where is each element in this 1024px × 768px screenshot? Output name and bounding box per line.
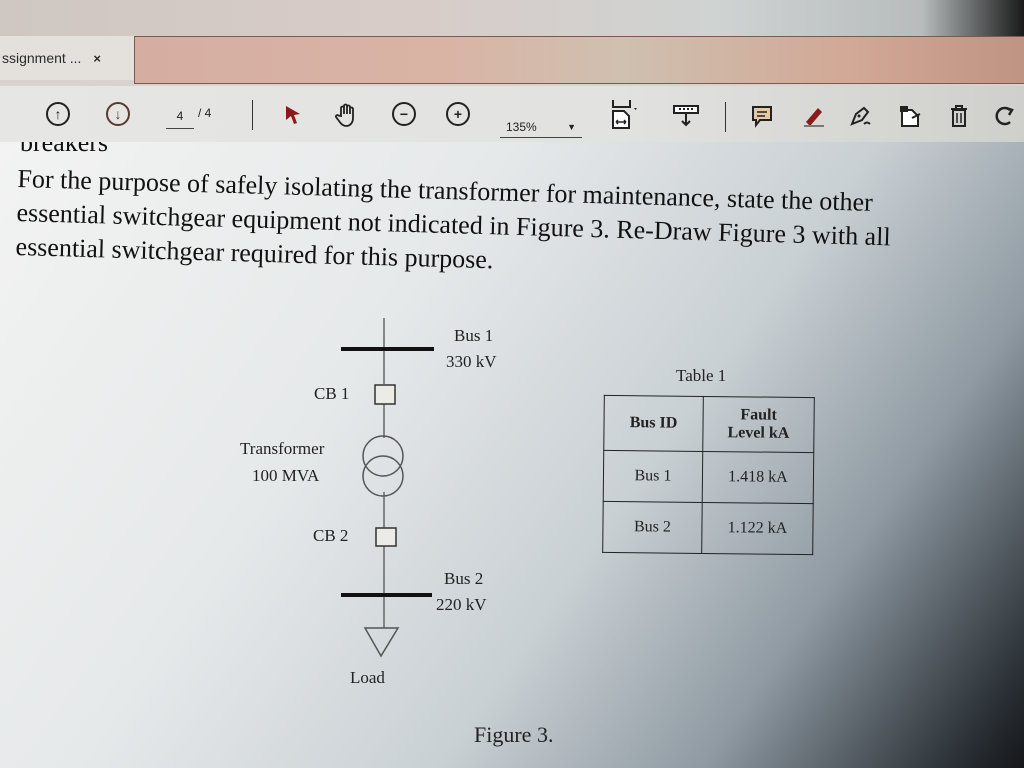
- toolbar-divider: [725, 102, 726, 132]
- arrow-down-circle-icon: ↓: [106, 102, 130, 126]
- tab-bar: ssignment ... ×: [0, 36, 1024, 86]
- undo-button[interactable]: [992, 104, 1016, 128]
- highlight-button[interactable]: [800, 104, 826, 128]
- cell-fault-level: 1.418 kA: [702, 451, 814, 504]
- cb-1-symbol: [374, 384, 396, 405]
- transformer-primary-winding: [362, 435, 404, 477]
- document-page[interactable]: breakers For the purpose of safely isola…: [0, 142, 1024, 768]
- table-row: Bus 2 1.122 kA: [602, 501, 814, 555]
- load-symbol: [363, 627, 400, 658]
- highlighter-icon: [804, 108, 824, 127]
- comment-icon: [752, 106, 772, 128]
- arrow-up-circle-icon: ↑: [46, 102, 70, 126]
- cut-off-heading: breakers: [20, 142, 109, 157]
- tab-bar-empty-area: [134, 36, 1024, 84]
- transformer-secondary-winding: [362, 455, 404, 497]
- figure-caption: Figure 3.: [474, 722, 554, 747]
- figure-3-single-line-diagram: Bus 1 330 kV CB 1 Transformer 100 MVA CB…: [0, 142, 1024, 768]
- zoom-level-select[interactable]: 135% ▼: [500, 116, 582, 138]
- fit-page-button[interactable]: [610, 98, 640, 130]
- previous-page-button[interactable]: ↑: [46, 102, 70, 126]
- cell-fault-level: 1.122 kA: [701, 502, 814, 555]
- header-fault-level: Fault Level kA: [702, 396, 815, 453]
- zoom-in-button[interactable]: +: [446, 102, 470, 126]
- next-page-button[interactable]: ↓: [106, 102, 130, 126]
- pdf-toolbar: ↑ ↓ / 4 − + 135% ▼: [0, 86, 1024, 143]
- bus-1-voltage: 330 kV: [446, 352, 497, 371]
- header-fault-line1: Fault: [740, 406, 777, 424]
- tab-assignment[interactable]: ssignment ... ×: [0, 36, 134, 80]
- cb-2-label: CB 2: [313, 526, 349, 545]
- cell-bus-id: Bus 1: [603, 450, 703, 503]
- page-total: / 4: [198, 106, 212, 120]
- pointer-arrow-icon: [286, 106, 300, 124]
- fault-level-table: Bus ID Fault Level kA Bus 1 1.418 kA Bus…: [602, 395, 815, 555]
- plus-circle-icon: +: [446, 102, 470, 126]
- undo-icon: [995, 106, 1014, 126]
- transformer-label: Transformer: [240, 439, 325, 458]
- chevron-down-icon: ▼: [567, 121, 576, 132]
- transformer-rating: 100 MVA: [252, 466, 320, 485]
- hand-icon: [335, 103, 354, 127]
- table-row: Bus 1 1.418 kA: [603, 450, 814, 504]
- bus-2-voltage: 220 kV: [436, 595, 487, 614]
- select-tool-button[interactable]: [284, 104, 302, 126]
- minus-circle-icon: −: [392, 102, 416, 126]
- comment-button[interactable]: [750, 104, 774, 128]
- pen-sign-icon: [850, 106, 871, 126]
- scroll-mode-icon: [673, 105, 699, 127]
- cb-1-label: CB 1: [314, 384, 350, 403]
- zoom-out-button[interactable]: −: [392, 102, 416, 126]
- tab-close-icon[interactable]: ×: [93, 50, 101, 66]
- scroll-mode-button[interactable]: [672, 104, 700, 128]
- page-number-input[interactable]: [166, 104, 194, 129]
- bus-2-name: Bus 2: [444, 569, 484, 588]
- rotate-page-button[interactable]: [898, 104, 924, 128]
- table-header-row: Bus ID Fault Level kA: [603, 395, 815, 453]
- header-bus-id: Bus ID: [603, 395, 704, 452]
- header-fault-line2: Level kA: [727, 424, 790, 442]
- bus-1-name: Bus 1: [454, 326, 494, 345]
- rotate-page-icon: [900, 106, 921, 127]
- sign-button[interactable]: [848, 104, 874, 128]
- toolbar-divider: [252, 100, 253, 130]
- hand-tool-button[interactable]: [334, 102, 360, 128]
- single-line-diagram-drawing: [341, 318, 434, 658]
- zoom-level-value: 135%: [506, 119, 537, 134]
- load-label: Load: [350, 668, 385, 687]
- screen-top-edge: [0, 0, 1024, 38]
- fit-width-icon: [612, 100, 637, 129]
- cb-2-symbol: [375, 527, 397, 547]
- trash-icon: [951, 105, 967, 127]
- delete-button[interactable]: [948, 104, 970, 128]
- tab-title: ssignment ...: [2, 50, 82, 66]
- cell-bus-id: Bus 2: [602, 501, 703, 554]
- table-title: Table 1: [676, 366, 727, 385]
